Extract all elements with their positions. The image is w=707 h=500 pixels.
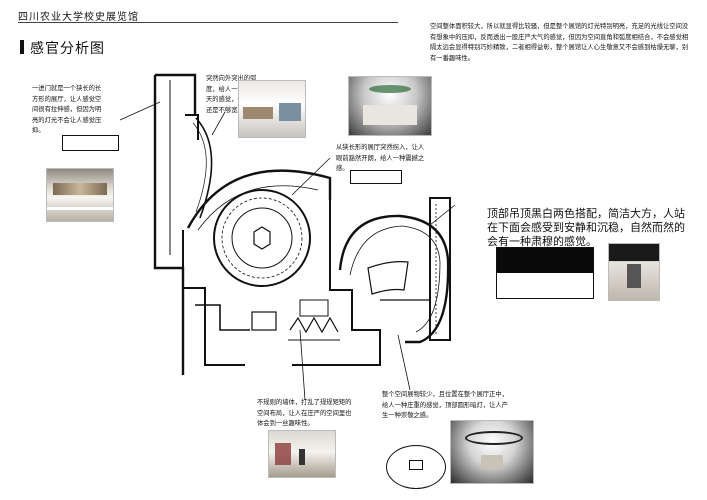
annotation-overall: 空间整体面积较大，所以就显得比较骚，但是整个展馆的灯光特别明亮，充足的光线让空间… bbox=[430, 23, 689, 62]
annotation-entrance-box bbox=[62, 135, 119, 151]
header-divider bbox=[18, 22, 398, 23]
round-hall-inner bbox=[349, 225, 441, 333]
leader-hall bbox=[291, 157, 331, 196]
bottom-left-wall bbox=[183, 287, 245, 366]
title-marker bbox=[20, 40, 24, 54]
corridor-outer-wall bbox=[153, 75, 185, 375]
rotunda-inner bbox=[231, 207, 293, 269]
leader-wall bbox=[299, 329, 306, 401]
photo-wall bbox=[268, 430, 336, 478]
annotation-hall: 从狭长形的展厅突然拐入，让人眼前豁然开朗，给人一种震撼之感。 bbox=[336, 144, 425, 172]
photo-exhibit bbox=[450, 420, 534, 484]
photo-corridor bbox=[46, 168, 114, 222]
leader-overall bbox=[429, 204, 456, 226]
leader-arc bbox=[211, 111, 226, 136]
museum-name: 四川农业大学校史展览馆 bbox=[18, 12, 139, 23]
photo-ceiling bbox=[608, 243, 660, 301]
corridor-step bbox=[185, 114, 199, 140]
small-room bbox=[251, 311, 277, 331]
annotation-wall: 不规则的墙体，打乱了规规矩矩的空间布局，让人在庄严的空间里也体会到一丝趣味性。 bbox=[257, 399, 352, 427]
bottom-left-wall-2 bbox=[195, 304, 250, 331]
annotation-hall-box bbox=[350, 170, 402, 184]
round-hall-wall bbox=[338, 214, 450, 344]
zigzag-wall bbox=[289, 316, 339, 334]
annotation-ceiling: 顶部吊顶黑白两色搭配，简洁大方，人站在下面会感受到安静和沉稳，自然而然的会有一种… bbox=[487, 207, 685, 248]
arc-wall-inner bbox=[192, 122, 207, 213]
leader-exhibit bbox=[397, 334, 411, 391]
hall-outer-arc bbox=[186, 169, 332, 229]
photo-hall bbox=[348, 76, 432, 136]
leader-entrance bbox=[119, 101, 161, 121]
exhibit-circle-sketch bbox=[386, 445, 446, 489]
hall-right-wall bbox=[292, 200, 381, 366]
photo-arc bbox=[238, 80, 306, 138]
exhibit-stand bbox=[367, 261, 409, 295]
annotation-arc: 突然向外突出的弧度，给人一种别有洞天的感觉，但又感觉还是不够宽阔。 bbox=[206, 75, 263, 114]
right-wing bbox=[429, 197, 451, 341]
annotation-exhibit: 整个空间展物较少，且位置在整个展厅正中，给人一种庄重的感觉，顶部圆形暗灯，让人产… bbox=[382, 391, 508, 419]
rotunda-ring bbox=[221, 197, 303, 279]
annotation-entrance: 一进门就是一个狭长的长方形的展厅，让人感觉空间很有拉伸感，但因为明亮的灯光不会让… bbox=[32, 85, 102, 134]
small-room-2 bbox=[299, 299, 329, 317]
ceiling-swatch bbox=[496, 247, 594, 299]
corridor-top-wall bbox=[155, 73, 197, 115]
rotunda-outer bbox=[213, 189, 311, 287]
page-title: 感官分析图 bbox=[30, 41, 105, 57]
rotunda-core bbox=[253, 226, 271, 250]
